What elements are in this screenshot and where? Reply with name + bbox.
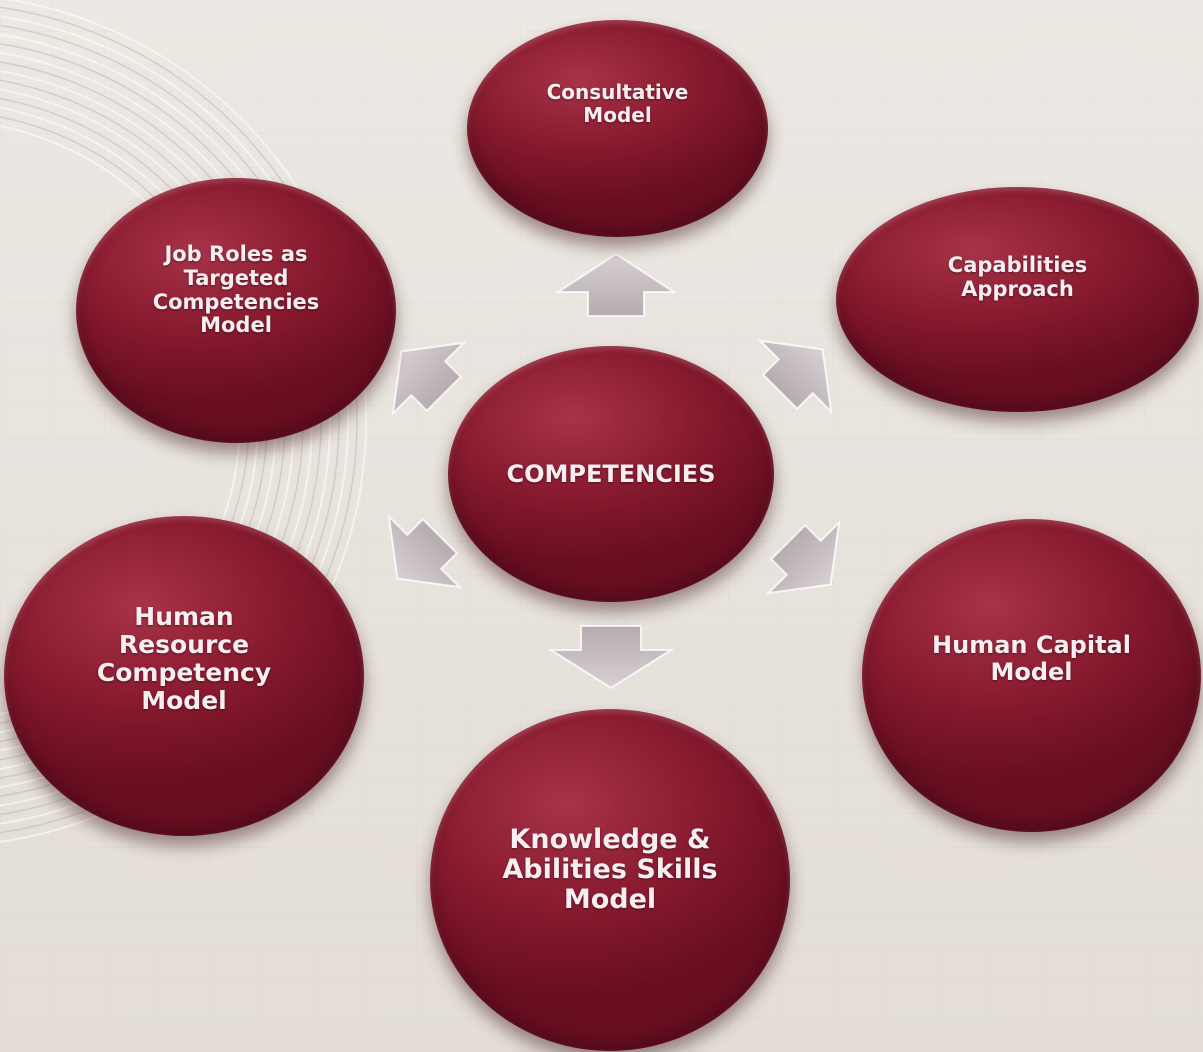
node-label-capabilities: Capabilities Approach [947, 252, 1088, 301]
node-human-capital-model: Human Capital Model [862, 519, 1201, 832]
arrow-up-right-icon [757, 339, 833, 415]
arrow-down-left-icon [387, 513, 463, 589]
node-label-consultative: Consultative Model [546, 80, 689, 127]
center-node-label: COMPETENCIES [506, 459, 716, 488]
node-label-knowledge: Knowledge & Abilities Skills Model [502, 823, 718, 916]
node-consultative-model: Consultative Model [467, 20, 768, 237]
node-job-roles-model: Job Roles as Targeted Competencies Model [76, 178, 396, 443]
arrow-up-left-icon [391, 341, 467, 417]
node-label-human-capital: Human Capital Model [932, 630, 1131, 686]
node-capabilities-approach: Capabilities Approach [836, 187, 1199, 412]
node-label-human-resource: Human Resource Competency Model [96, 602, 272, 715]
center-node-competencies: COMPETENCIES [448, 346, 774, 602]
arrow-up-icon [554, 252, 678, 317]
node-human-resource-competency-model: Human Resource Competency Model [4, 516, 364, 836]
arrow-down-right-icon [765, 519, 841, 595]
node-label-job-roles: Job Roles as Targeted Competencies Model [152, 242, 320, 338]
node-knowledge-abilities-skills-model: Knowledge & Abilities Skills Model [430, 709, 790, 1051]
arrow-down-icon [547, 625, 675, 690]
